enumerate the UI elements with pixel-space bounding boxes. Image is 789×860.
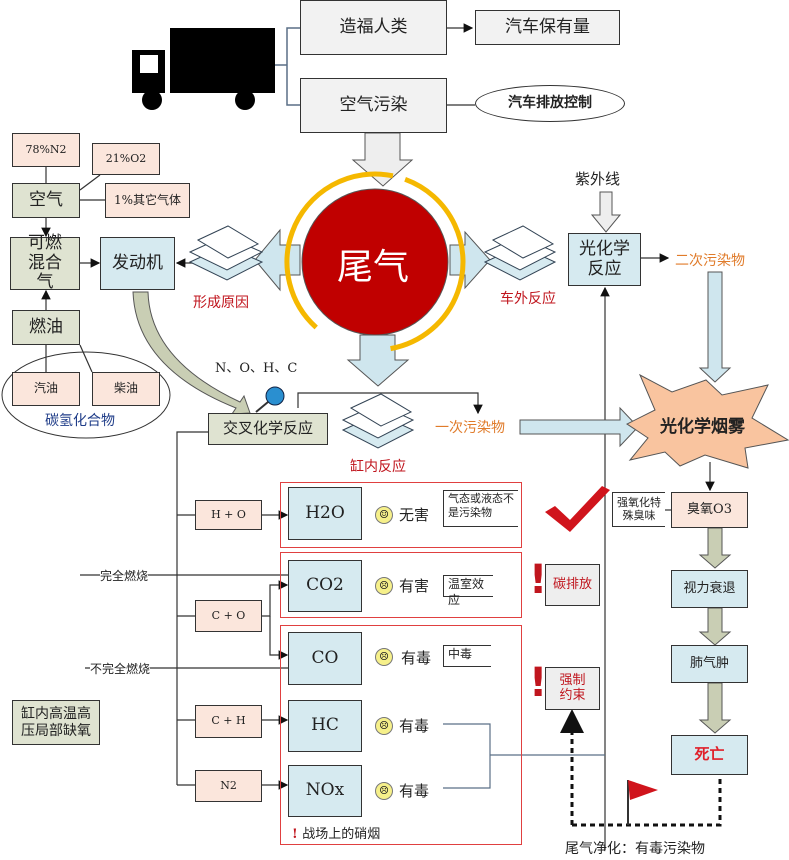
product-box: H2O (288, 487, 362, 540)
harmless-group (280, 482, 522, 548)
truck-icon (132, 28, 275, 110)
ozone-box: 臭氧O3 (671, 492, 748, 528)
n2-box: 78%N2 (12, 133, 80, 167)
smog-label: 光化学烟雾 (660, 417, 745, 437)
secondary-pollutant-label: 二次污染物 (675, 253, 745, 269)
exhaust-label: 尾气 (337, 247, 410, 288)
diesel-box: 柴油 (92, 372, 160, 406)
engine-box: 发动机 (100, 237, 175, 290)
hydrocarbon-label: 碳氢化合物 (45, 413, 115, 429)
toxic-group (280, 625, 522, 845)
reactant-box: C + H (195, 705, 262, 738)
photochemical-box: 光化学反应 (568, 233, 641, 286)
exhaust-circle (301, 188, 449, 336)
effect-label: 有毒 (401, 649, 432, 667)
constraint-alert-box: 强制约束 (545, 667, 600, 710)
carbon-alert-box: 碳排放 (545, 564, 600, 606)
o2-box: 21%O2 (92, 143, 160, 175)
emphysema-box: 肺气肿 (671, 645, 748, 683)
uv-label: 紫外线 (575, 170, 621, 188)
exclamation-icon: ! (529, 660, 548, 706)
frown-icon: ☹ (375, 782, 393, 800)
pushpin-icon (255, 386, 285, 413)
car-count-box: 汽车保有量 (475, 10, 620, 45)
reactant-box: H + O (195, 500, 262, 530)
harmful-group (280, 552, 522, 618)
product-box: CO (288, 632, 362, 685)
gasoline-box: 汽油 (12, 372, 80, 406)
frown-icon: ☹ (375, 577, 393, 595)
product-box: CO2 (288, 560, 362, 612)
complete-combustion-label: 完全燃烧 (100, 567, 149, 584)
death-box: 死亡 (671, 735, 748, 775)
effect-label: 有害 (399, 577, 430, 595)
note-box: 气态或液态不是污染物 (443, 490, 518, 527)
control-oval: 汽车排放控制 (475, 85, 625, 122)
checkmark-icon (545, 486, 610, 532)
condition-box: 缸内高温高压局部缺氧 (12, 700, 100, 745)
frown-icon: ☹ (375, 717, 393, 735)
cross-reaction-box: 交叉化学反应 (208, 413, 328, 445)
purification-label: 尾气净化：有毒污染物 (565, 841, 705, 857)
smog-star (626, 373, 789, 469)
product-box: NOx (288, 765, 362, 817)
fuel-box: 燃油 (12, 310, 80, 345)
note-box: 中毒 (443, 645, 491, 667)
vision-box: 视力衰退 (671, 570, 748, 608)
pollution-box: 空气污染 (300, 78, 447, 133)
effect-label: 有毒 (399, 717, 430, 735)
flag-icon (627, 780, 658, 825)
battle-label: ! 战场上的硝烟 (292, 827, 381, 842)
inside-label: 缸内反应 (350, 459, 406, 475)
mixture-box: 可燃混合气 (10, 233, 80, 292)
down-arrow (351, 132, 414, 187)
elements-label: N、O、H、C (215, 361, 298, 376)
effect-label: 无害 (399, 506, 430, 524)
smile-icon: ☺ (375, 506, 393, 524)
benefit-box: 造福人类 (300, 0, 447, 55)
formation-label: 形成原因 (193, 295, 249, 311)
incomplete-combustion-label: 不完全燃烧 (90, 660, 151, 677)
air-box: 空气 (12, 183, 80, 218)
exclamation-icon: ! (529, 557, 548, 603)
ozone-note: 强氧化特殊臭味 (612, 492, 665, 527)
primary-pollutant-label: 一次污染物 (435, 420, 505, 436)
product-box: HC (288, 700, 362, 752)
outside-label: 车外反应 (500, 291, 556, 307)
note-box: 温室效应 (443, 575, 493, 607)
effect-label: 有毒 (399, 782, 430, 800)
other-gas-box: 1%其它气体 (105, 183, 190, 218)
reactant-box: N2 (195, 770, 262, 802)
frown-icon: ☹ (375, 648, 393, 666)
exclamation-icon: ! (292, 827, 303, 842)
reactant-box: C + O (195, 600, 262, 632)
